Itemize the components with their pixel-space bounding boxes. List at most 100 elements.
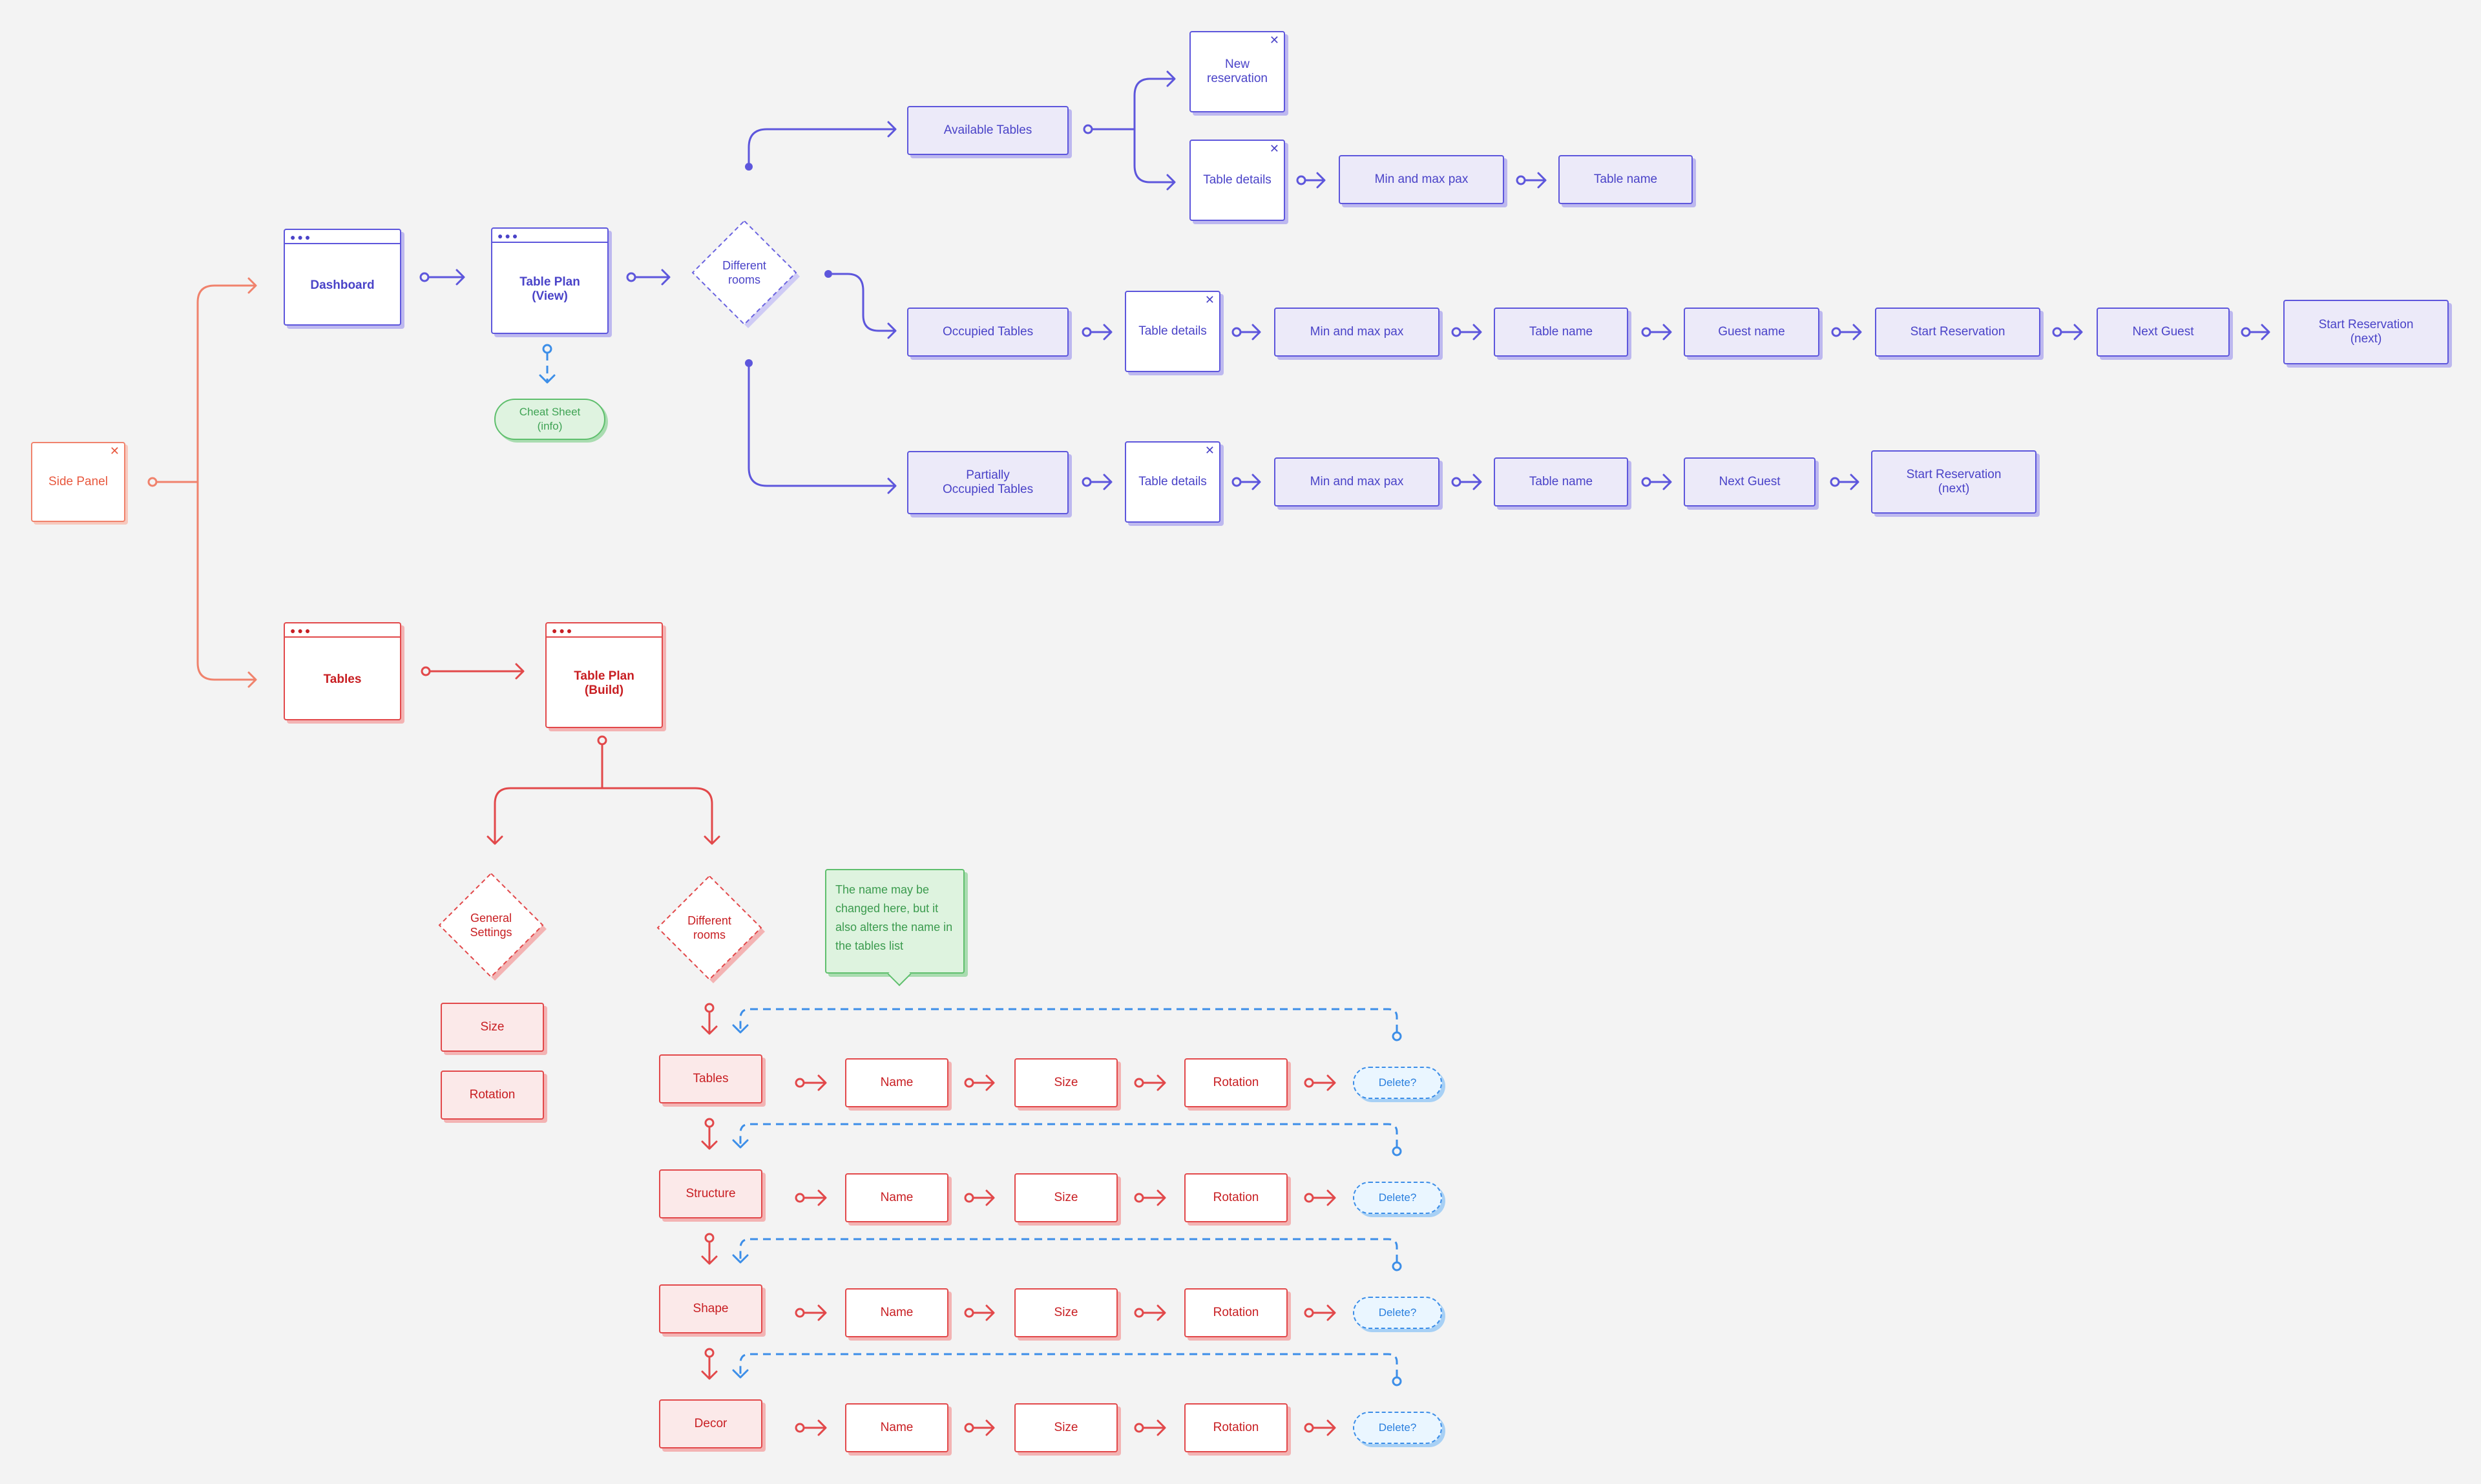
connector-origin [964,1078,974,1088]
arrow-head [732,1254,749,1264]
build-row-shape-name-node[interactable]: Name [845,1288,948,1337]
arrow-head [2261,324,2270,340]
occupied-table-details-label: Table details [1138,324,1207,338]
build-row-shape-delete-pill[interactable]: Delete? [1353,1297,1442,1329]
build-row-tables-delete-pill[interactable]: Delete? [1353,1067,1442,1099]
arrow-head [701,1025,718,1035]
available-min-max-pax-node[interactable]: Min and max pax [1339,155,1504,204]
partially-occupied-tables-node[interactable]: Partially Occupied Tables [907,451,1069,514]
connector-origin [1134,1193,1144,1203]
occupied-tables-node[interactable]: Occupied Tables [907,308,1069,357]
size-label: Size [1054,1421,1078,1434]
occupied-guest-name-node[interactable]: Guest name [1684,308,1819,357]
build-row-shape-node[interactable]: Shape [659,1284,762,1333]
different-rooms-view-decision[interactable]: Different rooms [689,221,800,332]
close-icon[interactable]: ✕ [1204,293,1215,306]
build-row-structure-size-node[interactable]: Size [1014,1173,1118,1222]
build-row-decor-size-node[interactable]: Size [1014,1403,1118,1452]
close-icon[interactable]: ✕ [1204,444,1215,457]
general-settings-decision[interactable]: General Settings [435,873,547,985]
build-row-structure-delete-pill[interactable]: Delete? [1353,1182,1442,1214]
occupied-start-reservation-next-node[interactable]: Start Reservation (next) [2283,300,2449,364]
connector-origin [1392,1261,1402,1271]
general-size-node[interactable]: Size [441,1003,544,1052]
build-row-tables-node[interactable]: Tables [659,1054,762,1103]
available-tables-node[interactable]: Available Tables [907,106,1069,155]
decision-diamond-shape [438,873,547,981]
occupied-next-guest-node[interactable]: Next Guest [2097,308,2230,357]
build-row-shape-rotation-node[interactable]: Rotation [1184,1288,1288,1337]
name-change-note: The name may be changed here, but it als… [825,869,965,987]
build-row-decor-rotation-node[interactable]: Rotation [1184,1403,1288,1452]
connector-origin [1516,175,1526,185]
occupied-table-name-node[interactable]: Table name [1494,308,1628,357]
build-row-structure-name-node[interactable]: Name [845,1173,948,1222]
partial-table-details-label: Table details [1138,475,1207,488]
build-row-decor-name-node[interactable]: Name [845,1403,948,1452]
occupied-table-details-node[interactable]: ✕ Table details [1125,291,1220,372]
close-icon[interactable]: ✕ [109,444,120,457]
build-row-structure-node[interactable]: Structure [659,1169,762,1218]
connector-line [832,273,895,332]
new-reservation-label: New reservation [1207,57,1268,85]
build-row-tables-rotation-node[interactable]: Rotation [1184,1058,1288,1107]
dashboard-node[interactable]: ●●● Dashboard [284,229,401,326]
connector-origin [1231,477,1242,487]
arrow-head [1251,324,1261,340]
arrow-head [701,1370,718,1380]
build-row-shape-size-node[interactable]: Size [1014,1288,1118,1337]
arrow-head [1662,324,1672,340]
dashboard-label: Dashboard [310,278,375,292]
partial-table-details-node[interactable]: ✕ Table details [1125,441,1220,523]
available-table-details-node[interactable]: ✕ Table details [1189,140,1285,221]
close-icon[interactable]: ✕ [1269,142,1279,155]
arrow-head [2073,324,2083,340]
arrow-head [539,374,556,384]
build-row-decor-node[interactable]: Decor [659,1399,762,1448]
partial-start-reservation-next-label: Start Reservation (next) [1906,468,2002,496]
close-icon[interactable]: ✕ [1269,34,1279,47]
partial-start-reservation-next-node[interactable]: Start Reservation (next) [1871,450,2036,514]
new-reservation-node[interactable]: ✕ New reservation [1189,31,1285,112]
cheat-sheet-label: Cheat Sheet (info) [519,406,581,432]
connector-origin [704,1118,715,1128]
partial-min-max-pax-node[interactable]: Min and max pax [1274,457,1439,507]
available-table-name-node[interactable]: Table name [1558,155,1693,204]
occupied-tables-label: Occupied Tables [942,325,1034,339]
table-plan-build-node[interactable]: ●●● Table Plan (Build) [545,622,663,728]
connector-line [196,482,256,681]
arrow-head [247,277,257,294]
occupied-start-reservation-node[interactable]: Start Reservation [1875,308,2040,357]
connector-line [602,787,713,844]
build-row-tables-name-node[interactable]: Name [845,1058,948,1107]
connector-origin [704,1233,715,1243]
available-table-details-label: Table details [1203,173,1272,187]
side-panel-node[interactable]: ✕ Side Panel [31,442,125,522]
build-row-decor-delete-pill[interactable]: Delete? [1353,1412,1442,1444]
connector-origin [1082,477,1092,487]
cheat-sheet-pill[interactable]: Cheat Sheet (info) [494,399,605,440]
table-plan-view-node[interactable]: ●●● Table Plan (View) [491,227,609,334]
delete-label: Delete? [1378,1191,1417,1204]
connector-origin [1451,327,1461,337]
occupied-min-max-pax-node[interactable]: Min and max pax [1274,308,1439,357]
table-plan-build-label: Table Plan (Build) [574,669,634,697]
name-label: Name [880,1076,914,1089]
build-row-structure-rotation-node[interactable]: Rotation [1184,1173,1288,1222]
different-rooms-build-decision[interactable]: Different rooms [654,876,765,987]
arrow-head [1103,474,1113,490]
connector-origin [2241,327,2251,337]
arrow-head [1850,474,1859,490]
connector-origin [1641,477,1651,487]
build-row-label: Decor [694,1417,728,1430]
arrow-head [1166,174,1176,191]
connector-origin [1134,1308,1144,1318]
partial-next-guest-node[interactable]: Next Guest [1684,457,1816,507]
partial-table-name-node[interactable]: Table name [1494,457,1628,507]
connector-origin [2052,327,2062,337]
partially-occupied-tables-label: Partially Occupied Tables [942,468,1034,496]
connector-origin [795,1193,805,1203]
general-rotation-node[interactable]: Rotation [441,1071,544,1120]
build-row-tables-size-node[interactable]: Size [1014,1058,1118,1107]
tables-node[interactable]: ●●● Tables [284,622,401,720]
